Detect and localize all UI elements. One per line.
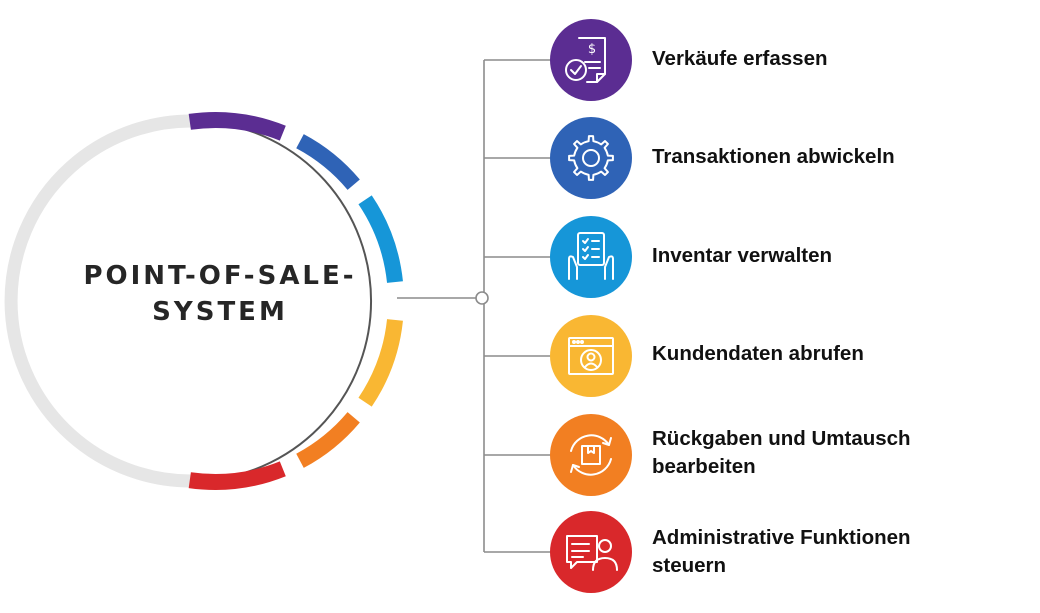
item-label-1-line-1: Verkäufe erfassen <box>652 47 828 70</box>
item-label-3: Inventar verwalten <box>652 242 1022 270</box>
ring-segment-4 <box>358 318 403 407</box>
ring-track <box>4 114 211 488</box>
item-label-1: Verkäufe erfassen <box>652 45 1022 73</box>
admin-user-icon <box>566 535 618 571</box>
item-label-6-line-1: Administrative Funktionen <box>652 526 911 549</box>
user-profile-window-icon <box>568 337 614 375</box>
item-label-2: Transaktionen abwickeln <box>652 143 1022 171</box>
center-title-line-1: POINT-OF-SALE- <box>83 261 357 291</box>
item-label-5-line-2: bearbeiten <box>652 455 756 478</box>
return-box-icon <box>570 434 612 476</box>
ring-segment-2 <box>296 134 360 190</box>
center-title-line-2: SYSTEM <box>152 297 288 327</box>
item-icon-2 <box>550 117 632 199</box>
checklist-hands-icon <box>568 232 614 280</box>
item-icon-1: $ <box>550 19 632 101</box>
item-icon-4 <box>550 315 632 397</box>
item-label-3-line-1: Inventar verwalten <box>652 244 833 267</box>
item-label-4-line-1: Kundendaten abrufen <box>652 342 864 365</box>
ring-segment-6 <box>188 461 286 490</box>
receipt-check-icon: $ <box>565 37 606 83</box>
ring-segments <box>188 112 403 490</box>
svg-text:$: $ <box>588 42 596 57</box>
item-icon-6 <box>550 511 632 593</box>
item-label-5-line-1: Rückgaben und Umtausch <box>652 427 911 450</box>
ring-segment-5 <box>296 412 360 468</box>
ring-track-right <box>209 121 373 481</box>
item-label-6-line-2: steuern <box>652 554 727 577</box>
ring-segment-3 <box>358 195 403 284</box>
connector-lines <box>397 59 552 553</box>
item-label-4: Kundendaten abrufen <box>652 340 1022 368</box>
item-icon-3 <box>550 216 632 298</box>
ring-segment-1 <box>188 112 286 141</box>
item-label-2-line-1: Transaktionen abwickeln <box>652 145 895 168</box>
item-label-5: Rückgaben und Umtausch bearbeiten <box>652 425 1022 481</box>
connector-hub <box>475 291 489 305</box>
center-title: POINT-OF-SALE- SYSTEM <box>40 258 400 330</box>
item-icon-5 <box>550 414 632 496</box>
item-label-6: Administrative Funktionen steuern <box>652 524 1022 580</box>
gear-icon <box>568 135 614 181</box>
